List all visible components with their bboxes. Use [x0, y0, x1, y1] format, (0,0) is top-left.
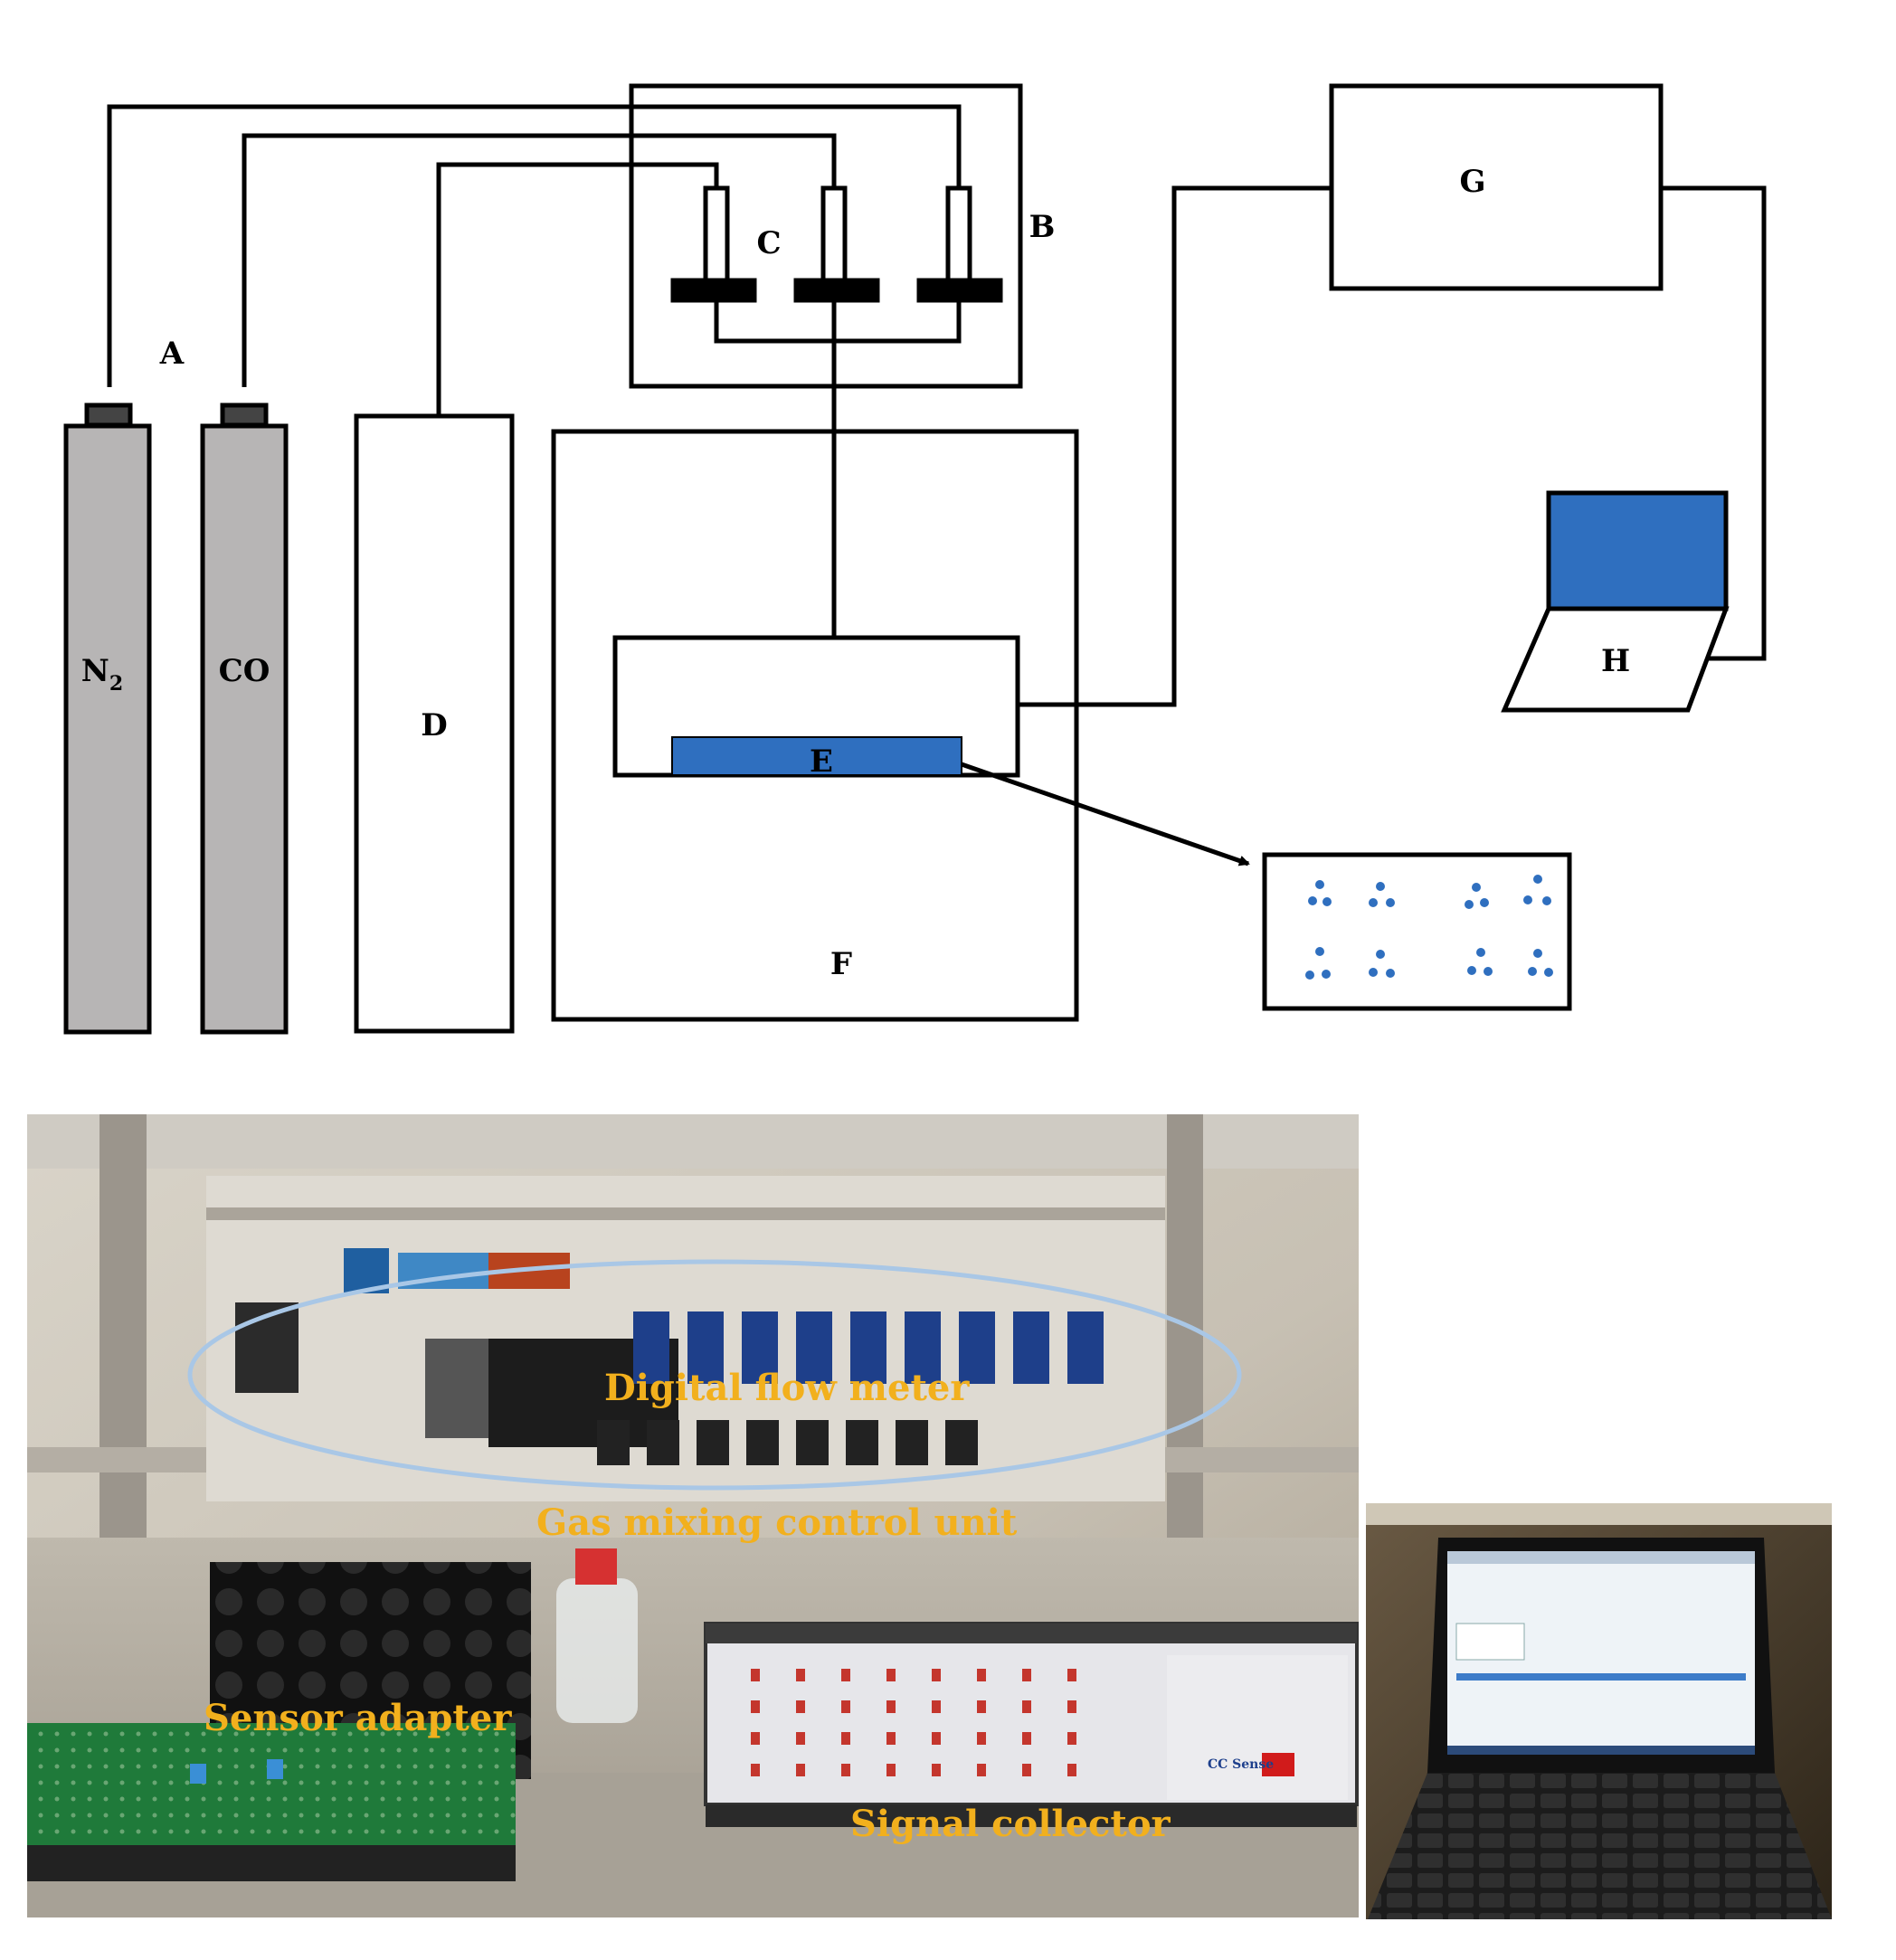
flow-controller-base-3: [916, 278, 1003, 303]
laptop-photo: [1366, 1503, 1832, 1919]
label-c: C: [756, 225, 781, 261]
label-d: D: [421, 707, 447, 743]
label-e: E: [810, 743, 833, 780]
cylinder-co: [200, 423, 289, 1035]
flow-controller-base-1: [670, 278, 757, 303]
zoom-arrow: [961, 762, 1250, 866]
flow-controller-2: [820, 185, 848, 285]
cylinder-cap-n2: [84, 402, 133, 428]
cylinder-co-label: CO: [219, 653, 270, 689]
cylinder-n2: [63, 423, 152, 1035]
laptop-h-screen: [1546, 490, 1729, 611]
flow-controller-1: [703, 185, 730, 285]
schematic-labels: A B C D E F G H CO N2: [81, 164, 1630, 982]
pipe-outlet-manifold: [714, 291, 962, 344]
sensor-e: [671, 736, 962, 776]
cylinder-n2-main: N: [81, 653, 109, 689]
label-a: A: [159, 336, 185, 372]
apparatus-photo: CC Sense Digital flow meter Gas mixing c…: [27, 1114, 1359, 1917]
pipe-d: [436, 162, 719, 414]
flow-controller-base-2: [793, 278, 880, 303]
cylinder-n2-label: N2: [81, 653, 123, 696]
caption-gas-mixing: Gas mixing control unit: [536, 1501, 1018, 1544]
caption-flow-meter: Digital flow meter: [604, 1367, 970, 1409]
cable-chamber-to-g: [1018, 185, 1332, 707]
cylinder-n2-subscript: 2: [109, 672, 123, 696]
zoom-box: [1262, 852, 1572, 1011]
caption-signal-collector: Signal collector: [850, 1803, 1171, 1845]
label-f: F: [830, 946, 852, 982]
caption-sensor-adapter: Sensor adapter: [204, 1697, 512, 1739]
pipe-n2: [107, 104, 962, 387]
box-f: [551, 429, 1079, 1022]
box-d: [354, 413, 515, 1034]
laptop-h-base: [1501, 606, 1730, 713]
flow-controller-3: [945, 185, 972, 285]
cylinder-cap-co: [220, 402, 269, 428]
box-g: [1329, 83, 1664, 291]
schematic: [63, 83, 1767, 1035]
zoom-particles: [1305, 875, 1553, 980]
label-h: H: [1601, 643, 1630, 679]
flow-meter-highlight: [187, 1259, 1242, 1491]
collector-brand: CC Sense: [1208, 1757, 1274, 1772]
mixing-box-b: [629, 83, 1023, 389]
pipe-co: [242, 133, 837, 387]
label-g: G: [1459, 164, 1485, 200]
label-b: B: [1029, 209, 1056, 245]
cable-g-to-h: [1661, 185, 1767, 661]
